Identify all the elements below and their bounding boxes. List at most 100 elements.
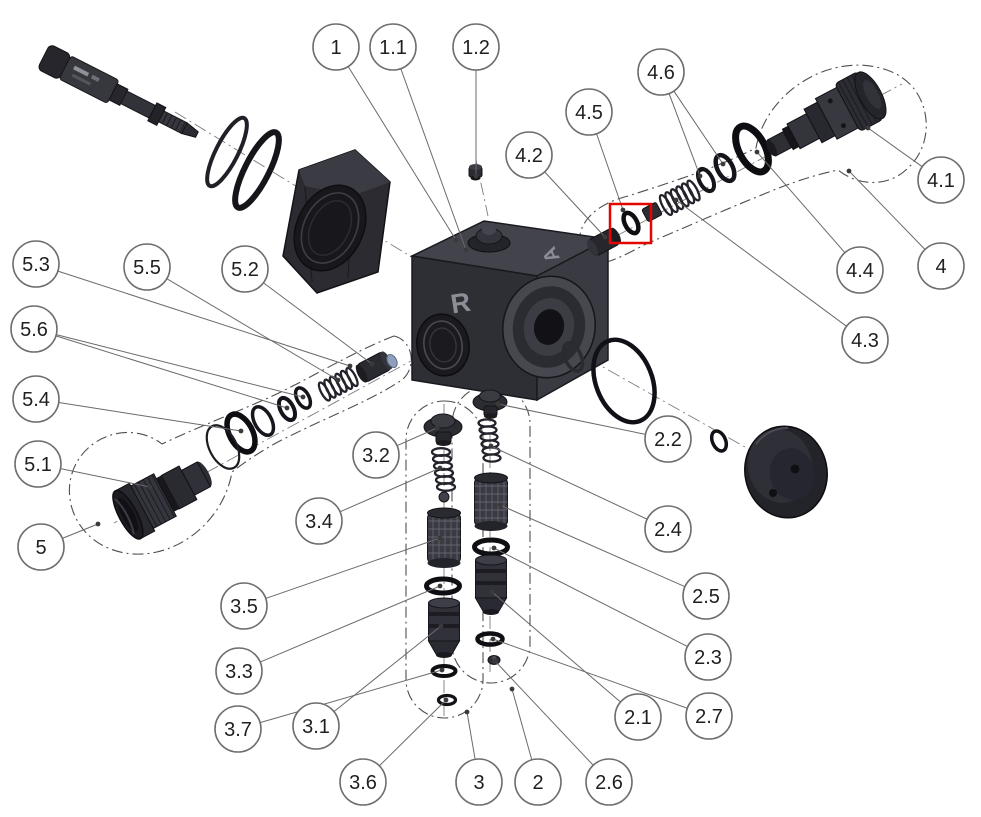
callout-2.6[interactable]: 2.6	[585, 758, 633, 806]
callout-5.5[interactable]: 5.5	[123, 243, 171, 291]
callout-1.2[interactable]: 1.2	[452, 23, 500, 71]
callout-3.2[interactable]: 3.2	[352, 431, 400, 479]
callout-circle-4.6[interactable]	[637, 48, 685, 96]
callout-2.1[interactable]: 2.1	[614, 693, 662, 741]
callout-circle-2.7[interactable]	[685, 692, 733, 740]
callout-balloons: 1 1.1 1.2 4.6 4.5 4.2 4.1 4 4.4 4.3 5.3 5.5 5.2 5.6 5.…	[10, 23, 965, 806]
part-ring-3-6	[436, 693, 458, 707]
callout-circle-4.2[interactable]	[505, 131, 553, 179]
axis-group-5	[113, 355, 421, 524]
leader-dot-4.4	[754, 149, 760, 155]
callout-circle-3[interactable]	[455, 758, 503, 806]
callout-circle-4.1[interactable]	[917, 156, 965, 204]
callout-circle-5.4[interactable]	[12, 375, 60, 423]
callout-circle-2[interactable]	[514, 758, 562, 806]
callout-2.5[interactable]: 2.5	[682, 572, 730, 620]
callout-circle-5.3[interactable]	[12, 240, 60, 288]
leader-line-4.2	[544, 171, 606, 238]
callout-1[interactable]: 1	[312, 23, 360, 71]
leader-line-2.3	[493, 547, 688, 648]
leader-dot-3.4	[437, 465, 443, 471]
callout-3.6[interactable]: 3.6	[339, 758, 387, 806]
callout-circle-5.1[interactable]	[14, 440, 62, 488]
callout-3.5[interactable]: 3.5	[220, 582, 268, 630]
callout-1.1[interactable]: 1.1	[369, 23, 417, 71]
callout-5.4[interactable]: 5.4	[12, 375, 60, 423]
callout-2.2[interactable]: 2.2	[644, 415, 692, 463]
group-5-outline	[68, 335, 412, 555]
leader-line-4.1	[867, 127, 923, 168]
callout-2.7[interactable]: 2.7	[685, 692, 733, 740]
group-4-outline	[578, 64, 927, 264]
callout-label-5.1: 5.1	[24, 454, 52, 476]
callout-circle-5.5[interactable]	[123, 243, 171, 291]
callout-circle-3.1[interactable]	[292, 702, 340, 750]
callout-circle-4.3[interactable]	[841, 316, 889, 364]
callout-label-5: 5	[35, 537, 46, 559]
leader-dot-5.6	[300, 394, 306, 400]
callout-circle-2.5[interactable]	[682, 572, 730, 620]
callout-circle-2.3[interactable]	[684, 633, 732, 681]
callout-3.3[interactable]: 3.3	[215, 647, 263, 695]
callout-label-5.4: 5.4	[22, 389, 50, 411]
callout-circle-4[interactable]	[917, 242, 965, 290]
callout-circle-1[interactable]	[312, 23, 360, 71]
callout-3.7[interactable]: 3.7	[214, 705, 262, 753]
leader-dot-4.1	[865, 125, 871, 131]
callout-circle-1.2[interactable]	[452, 23, 500, 71]
callout-circle-2.4[interactable]	[644, 505, 692, 553]
callout-circle-4.4[interactable]	[836, 246, 884, 294]
callout-5.2[interactable]: 5.2	[221, 245, 269, 293]
leader-line-5.2	[263, 282, 373, 365]
callout-label-4.5: 4.5	[575, 102, 603, 124]
callout-circle-3.4[interactable]	[295, 497, 343, 545]
callout-5.3[interactable]: 5.3	[12, 240, 60, 288]
callout-2[interactable]: 2	[514, 758, 562, 806]
leader-dot-2.5	[497, 502, 503, 508]
callout-label-1: 1	[330, 37, 341, 59]
part-oring-center-tiny	[709, 429, 729, 453]
callout-4.4[interactable]: 4.4	[836, 246, 884, 294]
callout-4.1[interactable]: 4.1	[917, 156, 965, 204]
part-oring-4-6-b	[713, 152, 737, 184]
axis-top-left	[174, 111, 437, 273]
callout-circle-5.2[interactable]	[221, 245, 269, 293]
callout-5.1[interactable]: 5.1	[14, 440, 62, 488]
part-oring-4-5	[621, 210, 641, 236]
callout-4.6[interactable]: 4.6	[637, 48, 685, 96]
callout-4.5[interactable]: 4.5	[565, 88, 613, 136]
retaining-ring-icon	[205, 115, 249, 189]
callout-circle-2.1[interactable]	[614, 693, 662, 741]
part-filter-cage-2-5	[474, 472, 508, 531]
callout-4.3[interactable]: 4.3	[841, 316, 889, 364]
callout-circle-5[interactable]	[17, 523, 65, 571]
callout-5.6[interactable]: 5.6	[10, 305, 58, 353]
callout-2.3[interactable]: 2.3	[684, 633, 732, 681]
callout-circle-3.6[interactable]	[339, 758, 387, 806]
leader-dot-2.4	[488, 443, 494, 449]
callout-circle-3.2[interactable]	[352, 431, 400, 479]
callout-circle-4.5[interactable]	[565, 88, 613, 136]
callout-circle-5.6[interactable]	[10, 305, 58, 353]
leader-line-2.5	[499, 504, 686, 588]
callout-3.4[interactable]: 3.4	[295, 497, 343, 545]
callout-circle-3.7[interactable]	[214, 705, 262, 753]
callout-circle-2.2[interactable]	[644, 415, 692, 463]
callout-4[interactable]: 4	[917, 242, 965, 290]
leader-dot-2.2	[495, 401, 501, 407]
group-3-parts	[423, 413, 463, 707]
callout-4.2[interactable]: 4.2	[505, 131, 553, 179]
callout-circle-3.3[interactable]	[215, 647, 263, 695]
callout-label-4.2: 4.2	[515, 145, 543, 167]
callout-5[interactable]: 5	[17, 523, 65, 571]
callout-circle-1.1[interactable]	[369, 23, 417, 71]
callout-2.4[interactable]: 2.4	[644, 505, 692, 553]
callout-3.1[interactable]: 3.1	[292, 702, 340, 750]
leader-line-5.3	[57, 270, 351, 367]
callout-circle-3.5[interactable]	[220, 582, 268, 630]
leader-dot-3.3	[437, 583, 443, 589]
callout-3[interactable]: 3	[455, 758, 503, 806]
callout-circle-2.6[interactable]	[585, 758, 633, 806]
part-oring-center-large	[591, 337, 657, 425]
leader-dot-4.3	[673, 197, 679, 203]
